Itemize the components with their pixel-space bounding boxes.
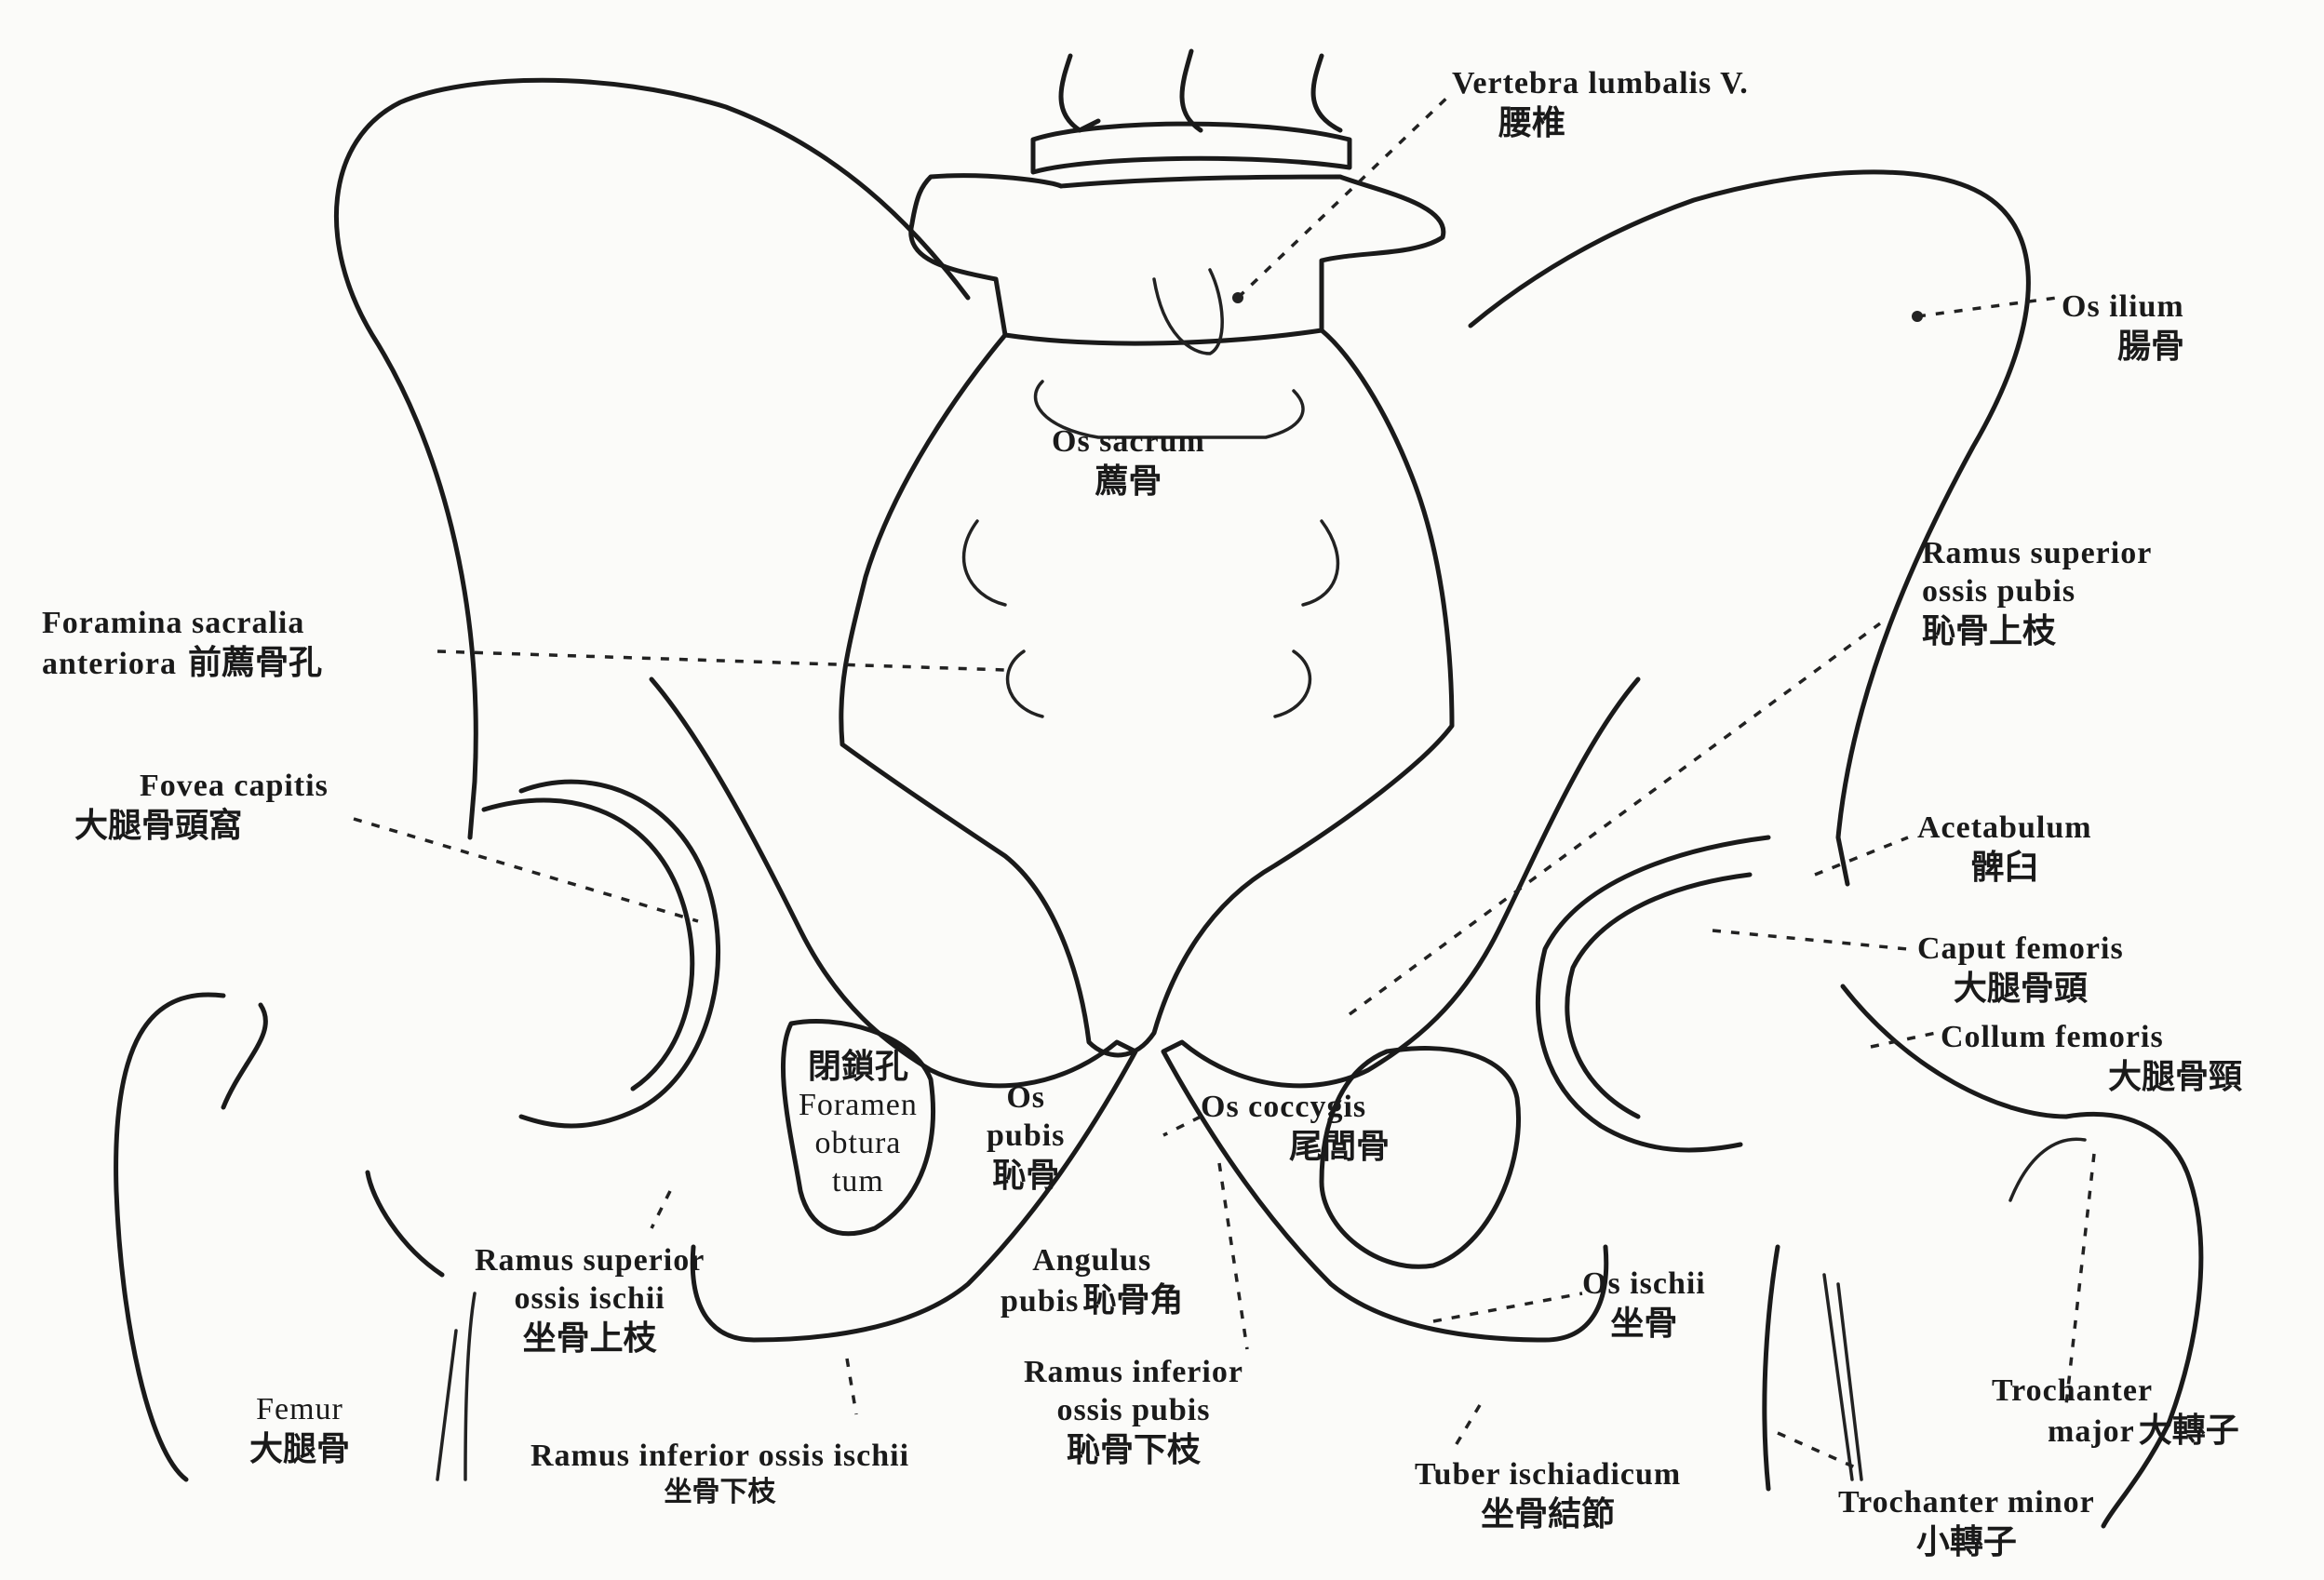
label-en: Collum femoris — [1941, 1019, 2242, 1057]
label-ramus-inferior-ossis-pubis: Ramus inferior ossis pubis 恥骨下枝 — [1024, 1354, 1243, 1470]
label-en-1: Trochanter — [1992, 1372, 2239, 1411]
label-en-2: pubis — [987, 1118, 1065, 1156]
label-en: Tuber ischiadicum — [1415, 1456, 1681, 1494]
label-zh: 坐骨結節 — [1415, 1494, 1681, 1534]
label-zh: 恥骨 — [987, 1156, 1065, 1196]
label-zh: 坐骨 — [1582, 1304, 1706, 1344]
label-zh: 大腿骨頸 — [2108, 1057, 2242, 1097]
label-os-ilium: Os ilium 腸骨 — [2062, 288, 2184, 367]
label-en-2: anteriora — [42, 647, 177, 681]
right-ilium-outline — [1471, 172, 2028, 884]
label-ramus-inferior-ossis-ischii: Ramus inferior ossis ischii 坐骨下枝 — [531, 1438, 909, 1509]
label-en: Acetabulum — [1917, 810, 2092, 848]
label-en-1: Angulus — [1001, 1242, 1183, 1280]
label-trochanter-major: Trochanter major 大轉子 — [1992, 1372, 2239, 1452]
label-en-1: Ramus superior — [475, 1242, 705, 1280]
right-femoral-head — [1538, 837, 1769, 1150]
label-en-1: Os — [987, 1079, 1065, 1118]
label-en-2: obtura — [799, 1125, 918, 1163]
label-os-ischii: Os ischii 坐骨 — [1582, 1265, 1706, 1344]
label-en-2: ossis pubis — [1024, 1392, 1243, 1430]
label-en-2: major — [2048, 1414, 2135, 1449]
left-femoral-head — [521, 782, 719, 1126]
label-os-coccygis: Os coccygis 尾閭骨 — [1201, 1089, 1390, 1167]
label-zh: 髀臼 — [1917, 848, 2092, 888]
label-zh: 恥骨上枝 — [1922, 611, 2152, 651]
label-en-1: Ramus inferior — [1024, 1354, 1243, 1392]
label-femur: Femur 大腿骨 — [249, 1391, 350, 1469]
label-zh: 大轉子 — [2139, 1412, 2239, 1450]
label-zh: 腰椎 — [1498, 103, 1749, 143]
label-tuber-ischiadicum: Tuber ischiadicum 坐骨結節 — [1415, 1456, 1681, 1534]
label-zh: 恥骨角 — [1082, 1281, 1183, 1319]
label-acetabulum: Acetabulum 髀臼 — [1917, 810, 2092, 888]
label-en: Os coccygis — [1201, 1089, 1390, 1127]
label-zh: 閉鎖孔 — [799, 1047, 918, 1087]
label-zh: 大腿骨頭 — [1917, 969, 2124, 1009]
label-en: Trochanter minor — [1838, 1484, 2095, 1522]
label-en-1: Ramus superior — [1922, 535, 2152, 573]
label-en: Fovea capitis — [140, 768, 329, 806]
label-en: Os ischii — [1582, 1265, 1706, 1304]
label-zh: 坐骨下枝 — [531, 1476, 909, 1509]
label-zh: 大腿骨頭窩 — [74, 806, 329, 846]
label-en-1: Foramina sacralia — [42, 605, 322, 643]
label-en-2: ossis ischii — [475, 1280, 705, 1319]
label-en: Os sacrum — [1052, 423, 1205, 462]
label-zh: 大腿骨 — [249, 1429, 350, 1469]
label-angulus-pubis: Angulus pubis 恥骨角 — [1001, 1242, 1183, 1321]
label-en: Femur — [249, 1391, 350, 1429]
label-ramus-superior-ossis-pubis: Ramus superior ossis pubis 恥骨上枝 — [1922, 535, 2152, 651]
label-zh: 薦骨 — [1052, 462, 1205, 502]
label-collum-femoris: Collum femoris 大腿骨頸 — [1941, 1019, 2242, 1097]
label-zh: 小轉子 — [1838, 1522, 2095, 1562]
label-zh: 腸骨 — [2117, 327, 2184, 367]
label-zh: 坐骨上枝 — [475, 1319, 705, 1359]
label-foramina-sacralia: Foramina sacralia anteriora 前薦骨孔 — [42, 605, 322, 684]
label-trochanter-minor: Trochanter minor 小轉子 — [1838, 1484, 2095, 1562]
label-en-2: pubis — [1001, 1284, 1079, 1319]
label-fovea-capitis: Fovea capitis 大腿骨頭窩 — [74, 768, 329, 846]
label-en: Ramus inferior ossis ischii — [531, 1438, 909, 1476]
label-en-1: Foramen — [799, 1087, 918, 1125]
label-caput-femoris: Caput femoris 大腿骨頭 — [1917, 931, 2124, 1009]
label-en: Caput femoris — [1917, 931, 2124, 969]
label-foramen-obturatum: 閉鎖孔 Foramen obtura tum — [799, 1047, 918, 1201]
label-en: Vertebra lumbalis V. — [1452, 65, 1749, 103]
lumbar-vertebra — [911, 51, 1444, 354]
label-en-3: tum — [799, 1163, 918, 1201]
label-en: Os ilium — [2062, 288, 2184, 327]
label-en-2: ossis pubis — [1922, 573, 2152, 611]
label-os-pubis: Os pubis 恥骨 — [987, 1079, 1065, 1196]
left-ilium-outline — [336, 80, 968, 837]
label-os-sacrum: Os sacrum 薦骨 — [1052, 423, 1205, 502]
label-ramus-superior-ossis-ischii: Ramus superior ossis ischii 坐骨上枝 — [475, 1242, 705, 1359]
label-zh: 恥骨下枝 — [1024, 1430, 1243, 1470]
label-zh: 前薦骨孔 — [188, 644, 322, 682]
label-zh: 尾閭骨 — [1289, 1127, 1390, 1167]
label-vertebra-lumbalis: Vertebra lumbalis V. 腰椎 — [1452, 65, 1749, 143]
